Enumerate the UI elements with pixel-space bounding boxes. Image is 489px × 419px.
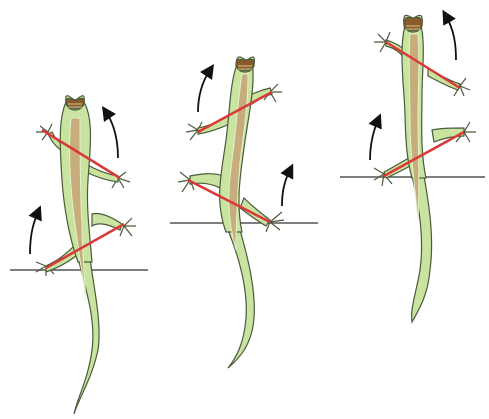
lizard-limbs	[374, 32, 476, 186]
lizard-tail	[228, 230, 254, 368]
lizard-tail	[74, 258, 99, 414]
hindlimb-step-arrow	[370, 120, 378, 160]
lizard-panel-3	[340, 15, 485, 322]
lizard-panel-2	[170, 57, 318, 368]
forelimb-step-arrow	[198, 70, 210, 112]
hindlimb-step-arrow	[30, 212, 38, 254]
forelimb-step-arrow	[446, 16, 456, 60]
lizard-panel-1	[10, 96, 148, 414]
lizard-tail	[412, 176, 432, 322]
hindlimb-step-arrow	[282, 170, 290, 206]
forelimb-step-arrow	[106, 112, 118, 158]
